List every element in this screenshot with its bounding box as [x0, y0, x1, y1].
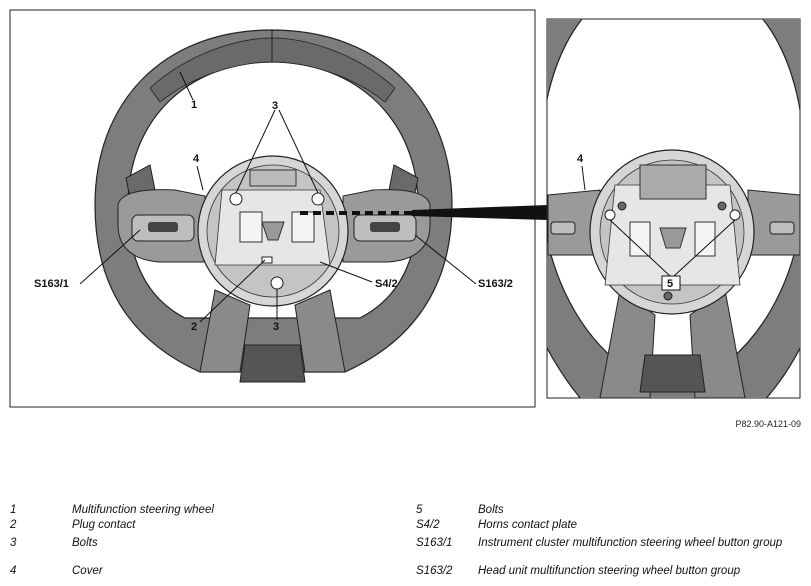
figure-reference: P82.90-A121-09	[735, 419, 801, 429]
detail-bolt-left	[604, 209, 616, 221]
legend-num: S163/1	[416, 537, 453, 549]
callout-4-detail: 4	[577, 153, 584, 165]
legend-num: 4	[10, 565, 17, 577]
legend-text: Plug contact	[72, 519, 136, 531]
callout-s163-1: S163/1	[34, 278, 69, 290]
leader-lines	[79, 71, 736, 323]
callout-1: 1	[191, 99, 197, 111]
callout-3-top: 3	[272, 100, 278, 112]
callout-5: 5	[667, 278, 673, 290]
bolt-right	[311, 192, 325, 206]
legend-num: S163/2	[416, 565, 453, 577]
legend-text: Horns contact plate	[478, 519, 578, 531]
bolt-bottom	[270, 276, 284, 290]
legend-text: Instrument cluster multifunction steerin…	[478, 537, 783, 549]
steering-wheel-figure: 1 3 4 S163/1 S4/2 S163/2 2 3 4 5	[9, 9, 801, 408]
legend-left: 1 Multifunction steering wheel 2 Plug co…	[10, 503, 400, 583]
detail-bolt-right	[729, 209, 741, 221]
legend-num: 2	[10, 519, 17, 531]
legend-num: 1	[10, 504, 17, 516]
legend-text: Bolts	[72, 537, 98, 549]
detail-connector	[412, 205, 548, 220]
legend-text: Head unit multifunction steering wheel b…	[478, 565, 741, 577]
callout-4-main: 4	[193, 153, 200, 165]
legend-num: 3	[10, 537, 17, 549]
callout-s4-2: S4/2	[375, 278, 398, 290]
legend-num: 5	[416, 504, 423, 516]
bolt-left	[229, 192, 243, 206]
legend-num: S4/2	[416, 519, 440, 531]
legend-text: Cover	[72, 565, 103, 577]
callout-s163-2: S163/2	[478, 278, 513, 290]
legend-text: Multifunction steering wheel	[72, 504, 214, 516]
callout-3-bottom: 3	[273, 321, 279, 333]
legend-right: 5 Bolts S4/2 Horns contact plate S163/1 …	[416, 503, 806, 583]
detail-wheel-drawing	[547, 19, 800, 398]
legend-text: Bolts	[478, 504, 504, 516]
plug-contact	[261, 256, 273, 264]
callout-2: 2	[191, 321, 197, 333]
